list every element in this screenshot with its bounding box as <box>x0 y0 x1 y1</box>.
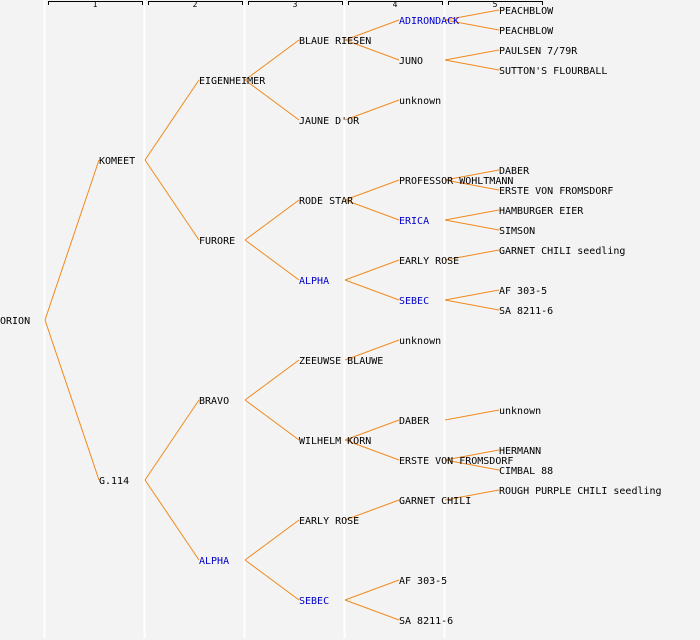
pedigree-link-line <box>144 159 200 241</box>
pedigree-link-line <box>444 299 500 311</box>
generation-bracket-1 <box>48 1 143 5</box>
generation-number-2: 2 <box>192 0 198 9</box>
variety-link[interactable]: ALPHA <box>299 276 330 287</box>
variety-label: KOMEET <box>99 156 136 167</box>
variety-link[interactable]: ALPHA <box>199 556 230 567</box>
pedigree-link-line <box>444 449 500 461</box>
generation-bracket-5 <box>448 1 543 5</box>
pedigree-link-line <box>444 289 500 301</box>
variety-label: AF 303-5 <box>499 286 548 297</box>
variety-label: DABER <box>499 166 530 177</box>
pedigree-link-line <box>444 19 500 31</box>
pedigree-link-line <box>444 409 500 421</box>
pedigree-link-line <box>344 259 400 281</box>
pedigree-link-line <box>344 439 400 461</box>
pedigree-link-line <box>344 339 400 361</box>
pedigree-link-line <box>444 489 500 501</box>
pedigree-link-line <box>444 249 500 261</box>
generation-bracket-3 <box>248 1 343 5</box>
variety-label: SA 8211-6 <box>499 306 554 317</box>
variety-label: ERSTE VON FROMSDORF <box>399 456 514 467</box>
pedigree-link-line <box>444 59 500 71</box>
variety-label: unknown <box>399 336 442 347</box>
generation-number-3: 3 <box>292 0 298 9</box>
variety-label: BRAVO <box>199 396 230 407</box>
pedigree-link-line <box>344 99 400 121</box>
variety-label: BLAUE RIESEN <box>299 36 372 47</box>
generation-bracket-2 <box>148 1 243 5</box>
generation-number-5: 5 <box>492 0 498 9</box>
pedigree-link-line <box>244 199 300 241</box>
variety-label: EARLY ROSE <box>399 256 460 267</box>
pedigree-link-line <box>244 359 300 401</box>
variety-label: JUNO <box>399 56 424 67</box>
variety-label: DABER <box>399 416 430 427</box>
variety-label: WILHELM KORN <box>299 436 372 447</box>
variety-label: SA 8211-6 <box>399 616 454 627</box>
variety-label: SUTTON'S FLOURBALL <box>499 66 608 77</box>
pedigree-link-line <box>444 219 500 231</box>
variety-label: G.114 <box>99 476 130 487</box>
pedigree-link-line <box>444 9 500 21</box>
variety-label: PAULSEN 7/79R <box>499 46 578 57</box>
variety-label: RODE STAR <box>299 196 354 207</box>
generation-bracket-4 <box>348 1 443 5</box>
variety-label: ZEEUWSE BLAUWE <box>299 356 384 367</box>
variety-label: GARNET CHILI <box>399 496 472 507</box>
variety-link[interactable]: SEBEC <box>299 596 330 607</box>
pedigree-link-line <box>444 169 500 181</box>
variety-label: EARLY ROSE <box>299 516 360 527</box>
variety-link[interactable]: ERICA <box>399 216 430 227</box>
pedigree-link-line <box>144 399 200 481</box>
pedigree-link-line <box>344 19 400 41</box>
pedigree-link-line <box>244 519 300 561</box>
variety-label: unknown <box>399 96 442 107</box>
pedigree-link-line <box>344 179 400 201</box>
pedigree-link-line <box>244 39 300 81</box>
pedigree-link-line <box>244 559 300 601</box>
pedigree-link-line <box>344 499 400 521</box>
variety-label: EIGENHEIMER <box>199 76 266 87</box>
pedigree-link-line <box>144 479 200 561</box>
variety-label: PROFESSOR WOHLTMANN <box>399 176 514 187</box>
variety-label: ERSTE VON FROMSDORF <box>499 186 614 197</box>
generation-number-4: 4 <box>392 0 398 9</box>
variety-label: HERMANN <box>499 446 542 457</box>
variety-label: GARNET CHILI seedling <box>499 246 626 257</box>
pedigree-link-line <box>344 279 400 301</box>
variety-label: SIMSON <box>499 226 536 237</box>
variety-label: CIMBAL 88 <box>499 466 554 477</box>
variety-label: JAUNE D'OR <box>299 116 360 127</box>
pedigree-link-line <box>144 79 200 161</box>
pedigree-link-line <box>244 79 300 121</box>
pedigree-link-line <box>344 419 400 441</box>
variety-label: PEACHBLOW <box>499 6 554 17</box>
pedigree-link-line <box>44 159 100 321</box>
variety-link[interactable]: ADIRONDACK <box>399 16 460 27</box>
pedigree-link-line <box>344 39 400 61</box>
variety-label: ORION <box>0 316 31 327</box>
pedigree-link-line <box>244 399 300 441</box>
variety-link[interactable]: SEBEC <box>399 296 430 307</box>
pedigree-link-line <box>344 599 400 621</box>
variety-label: FURORE <box>199 236 236 247</box>
pedigree-link-line <box>344 199 400 221</box>
pedigree-link-line <box>344 579 400 601</box>
pedigree-link-line <box>44 319 100 481</box>
generation-number-1: 1 <box>92 0 98 9</box>
pedigree-link-line <box>444 49 500 61</box>
variety-label: HAMBURGER EIER <box>499 206 584 217</box>
variety-label: PEACHBLOW <box>499 26 554 37</box>
pedigree-link-line <box>444 179 500 191</box>
variety-label: AF 303-5 <box>399 576 448 587</box>
variety-label: unknown <box>499 406 542 417</box>
pedigree-link-line <box>244 239 300 281</box>
pedigree-link-line <box>444 209 500 221</box>
pedigree-link-line <box>444 459 500 471</box>
variety-label: ROUGH PURPLE CHILI seedling <box>499 486 662 497</box>
